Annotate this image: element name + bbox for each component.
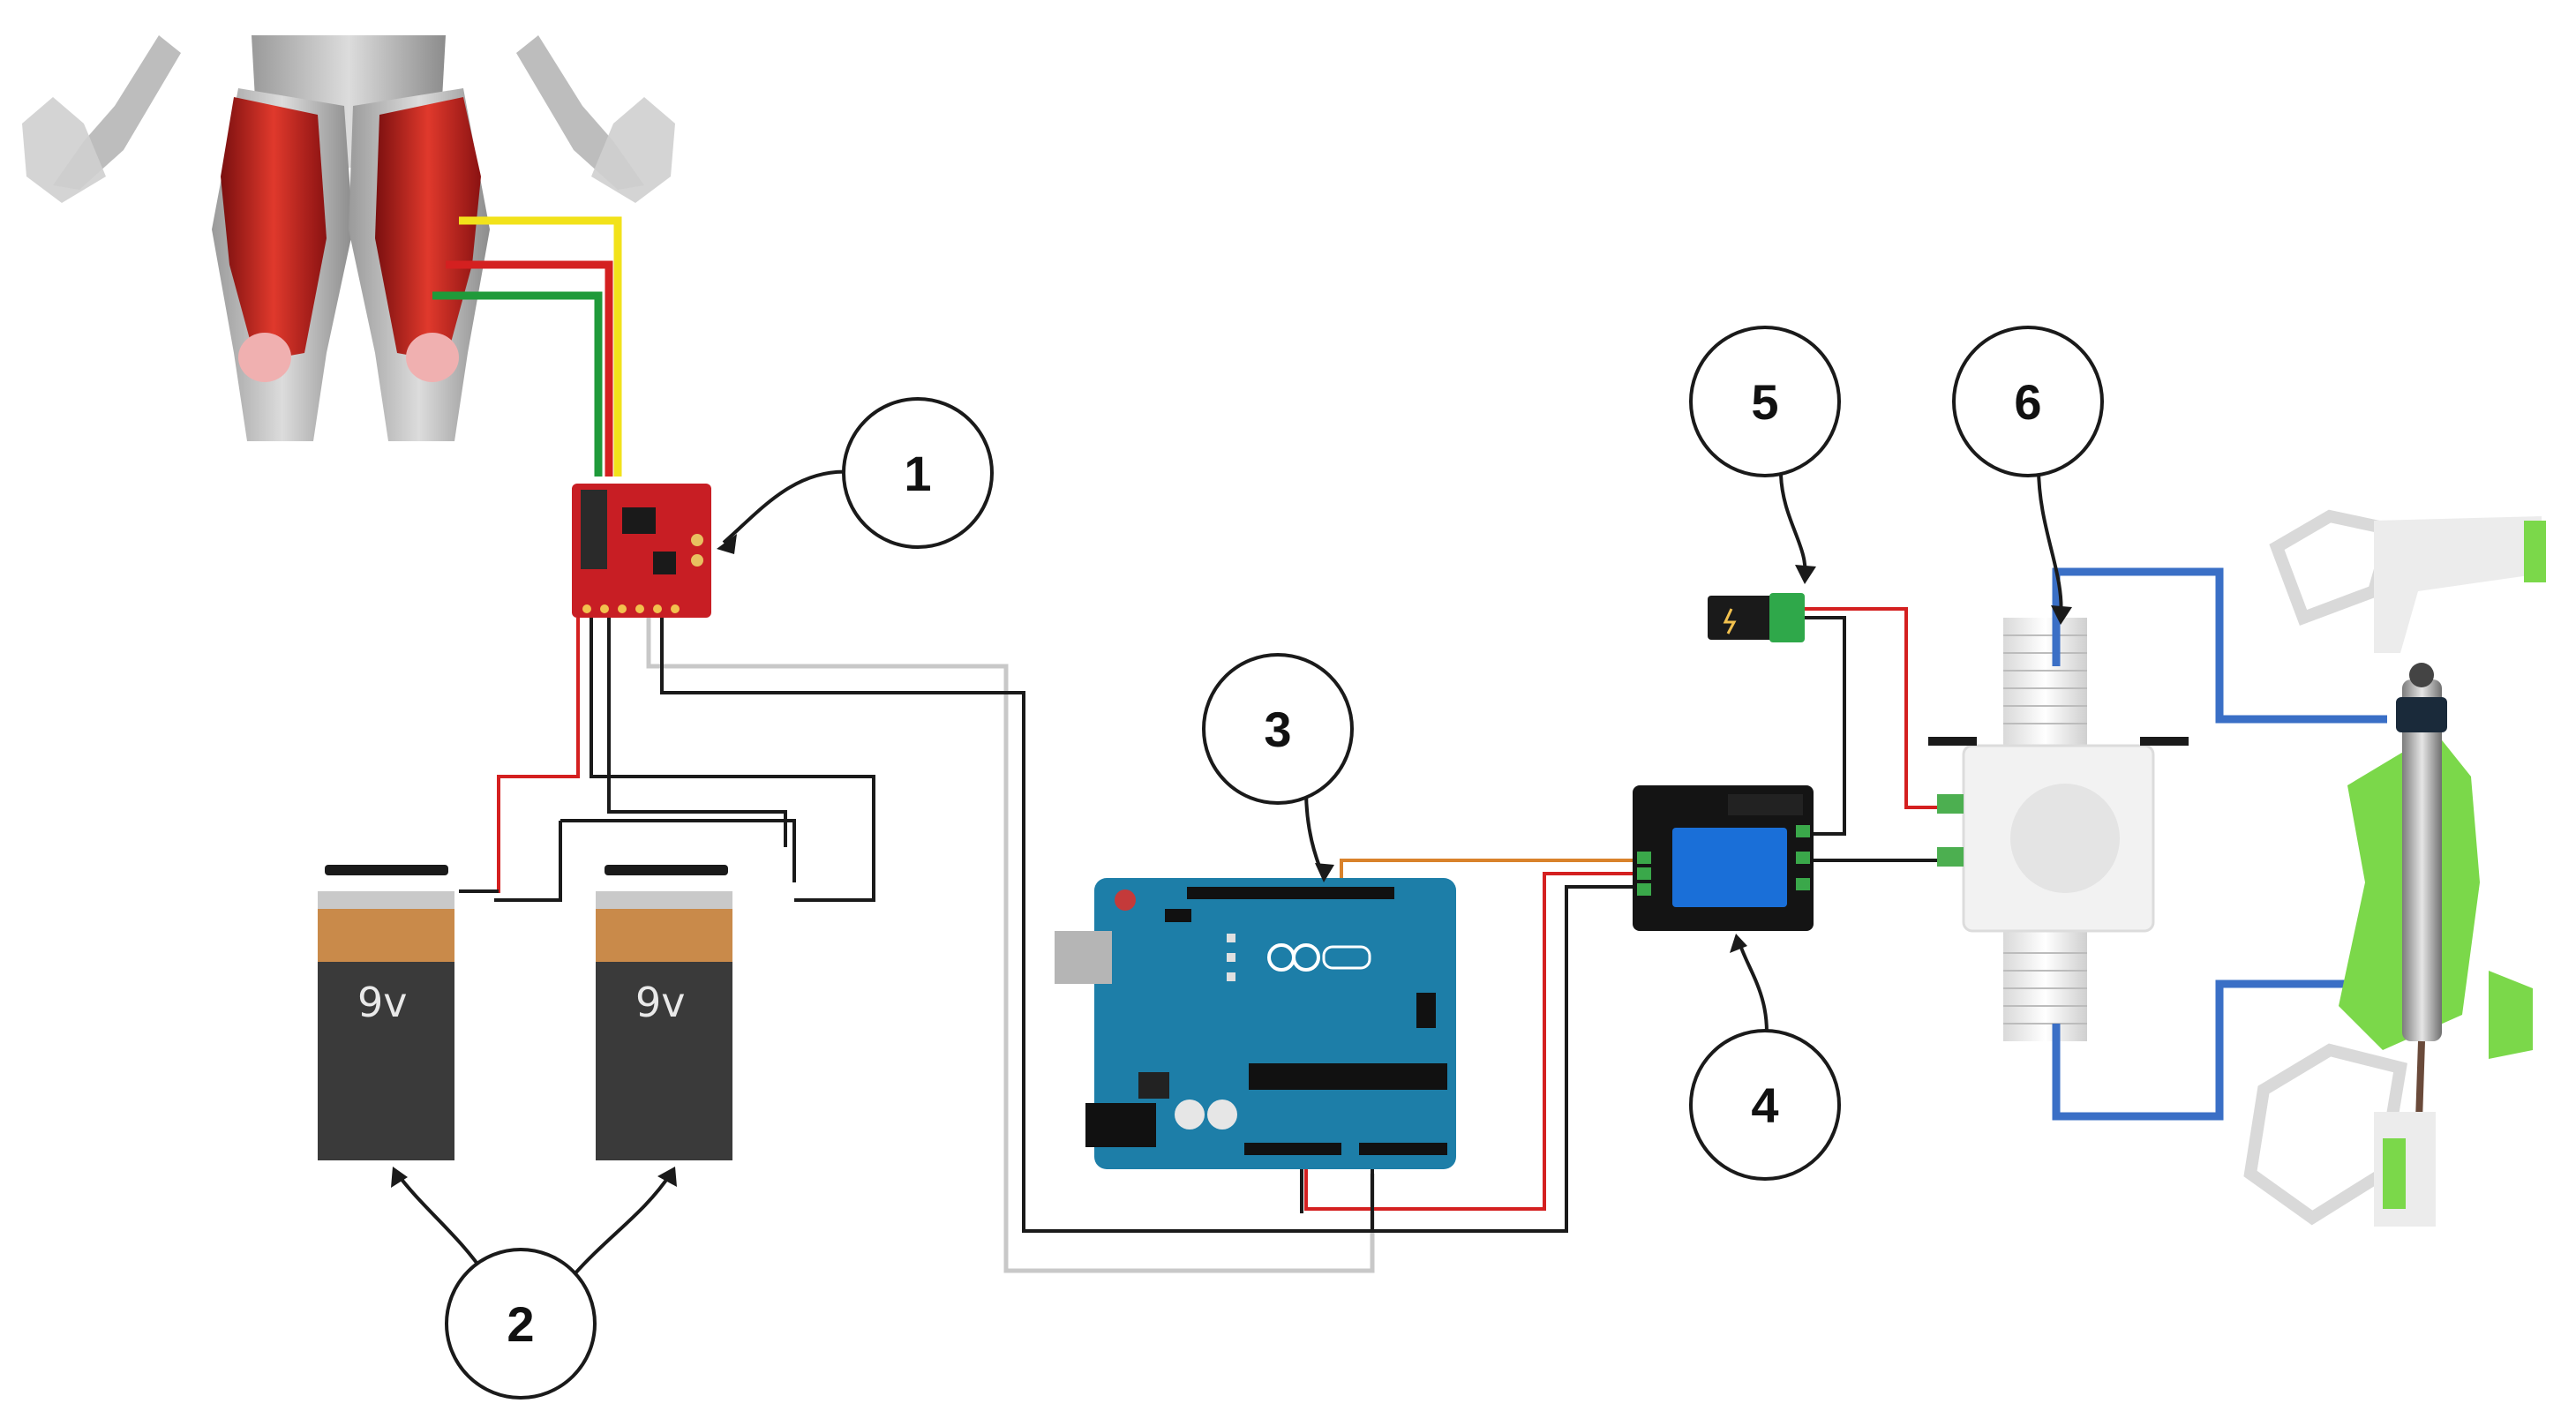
callout-2-label: 2 bbox=[507, 1296, 534, 1352]
callout-1: 1 bbox=[842, 397, 994, 549]
callout-2: 2 bbox=[445, 1248, 597, 1400]
electrode-leads bbox=[432, 216, 622, 477]
arduino-uno-board bbox=[1055, 878, 1456, 1169]
thigh-muscles-illustration bbox=[22, 35, 675, 441]
battery-1-label: 9v bbox=[357, 979, 408, 1026]
callout-3-label: 3 bbox=[1264, 702, 1291, 757]
callout-4: 4 bbox=[1689, 1029, 1841, 1181]
callout-1-label: 1 bbox=[904, 446, 931, 501]
callout-3: 3 bbox=[1202, 653, 1354, 805]
battery-2: 9v bbox=[596, 865, 732, 1160]
callout-6: 6 bbox=[1952, 326, 2104, 477]
battery-1: 9v bbox=[318, 865, 454, 1160]
emg-sensor-board bbox=[572, 484, 711, 618]
battery-2-label: 9v bbox=[635, 979, 686, 1026]
callout-4-label: 4 bbox=[1751, 1077, 1778, 1133]
solenoid-valve bbox=[1928, 618, 2189, 1041]
pneumatic-knee-orthosis bbox=[2243, 509, 2546, 1227]
callout-5: 5 bbox=[1689, 326, 1841, 477]
dc-power-jack bbox=[1708, 593, 1805, 642]
arrowheads bbox=[391, 534, 2072, 1188]
relay-module bbox=[1633, 785, 1814, 931]
callout-5-label: 5 bbox=[1751, 374, 1778, 430]
pneumatic-tubes bbox=[2052, 567, 2387, 1121]
callout-6-label: 6 bbox=[2014, 374, 2041, 430]
circuit-wires bbox=[459, 607, 1941, 1273]
